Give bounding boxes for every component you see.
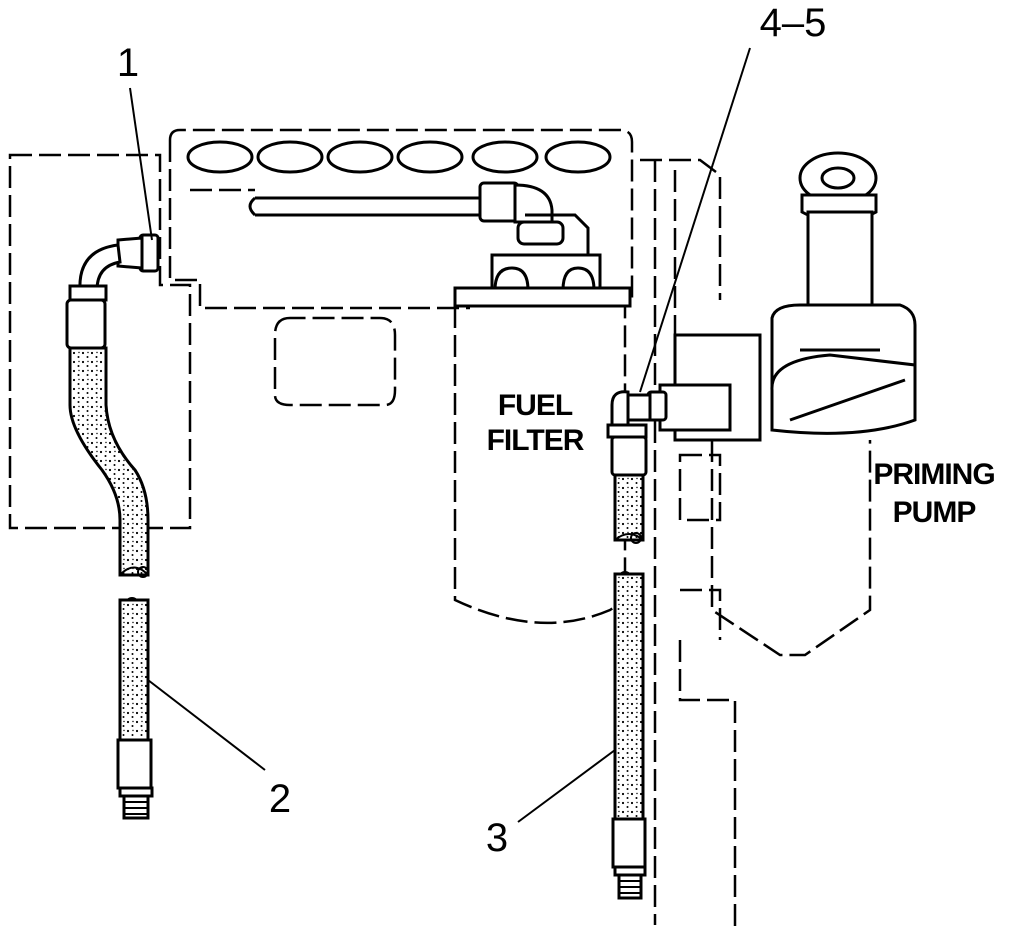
priming-pump-label-line2: PUMP	[893, 496, 976, 529]
callout-1-label: 1	[117, 41, 139, 85]
priming-pump-label-line1: PRIMING	[873, 458, 994, 491]
fuel-hose-3	[606, 390, 668, 900]
priming-pump: PRIMING PUMP	[658, 151, 996, 657]
injector-port-row	[186, 140, 612, 174]
fuel-filter-label-line2: FILTER	[487, 424, 585, 457]
callout-4-5-label: 4–5	[760, 1, 827, 45]
callout-4-5: 4–5	[639, 1, 827, 393]
fuel-filter: FUEL FILTER	[453, 181, 632, 625]
cylinder-head	[168, 128, 634, 310]
callout-1: 1	[117, 41, 153, 241]
callout-3-label: 3	[486, 816, 508, 860]
engine-outline	[8, 153, 737, 930]
fuel-hose-2	[65, 233, 160, 820]
cover-plate	[273, 316, 397, 407]
callout-2-label: 2	[269, 777, 291, 821]
callout-3: 3	[486, 749, 616, 860]
fuel-filter-label-line1: FUEL	[498, 389, 573, 422]
callout-2: 2	[147, 679, 291, 821]
